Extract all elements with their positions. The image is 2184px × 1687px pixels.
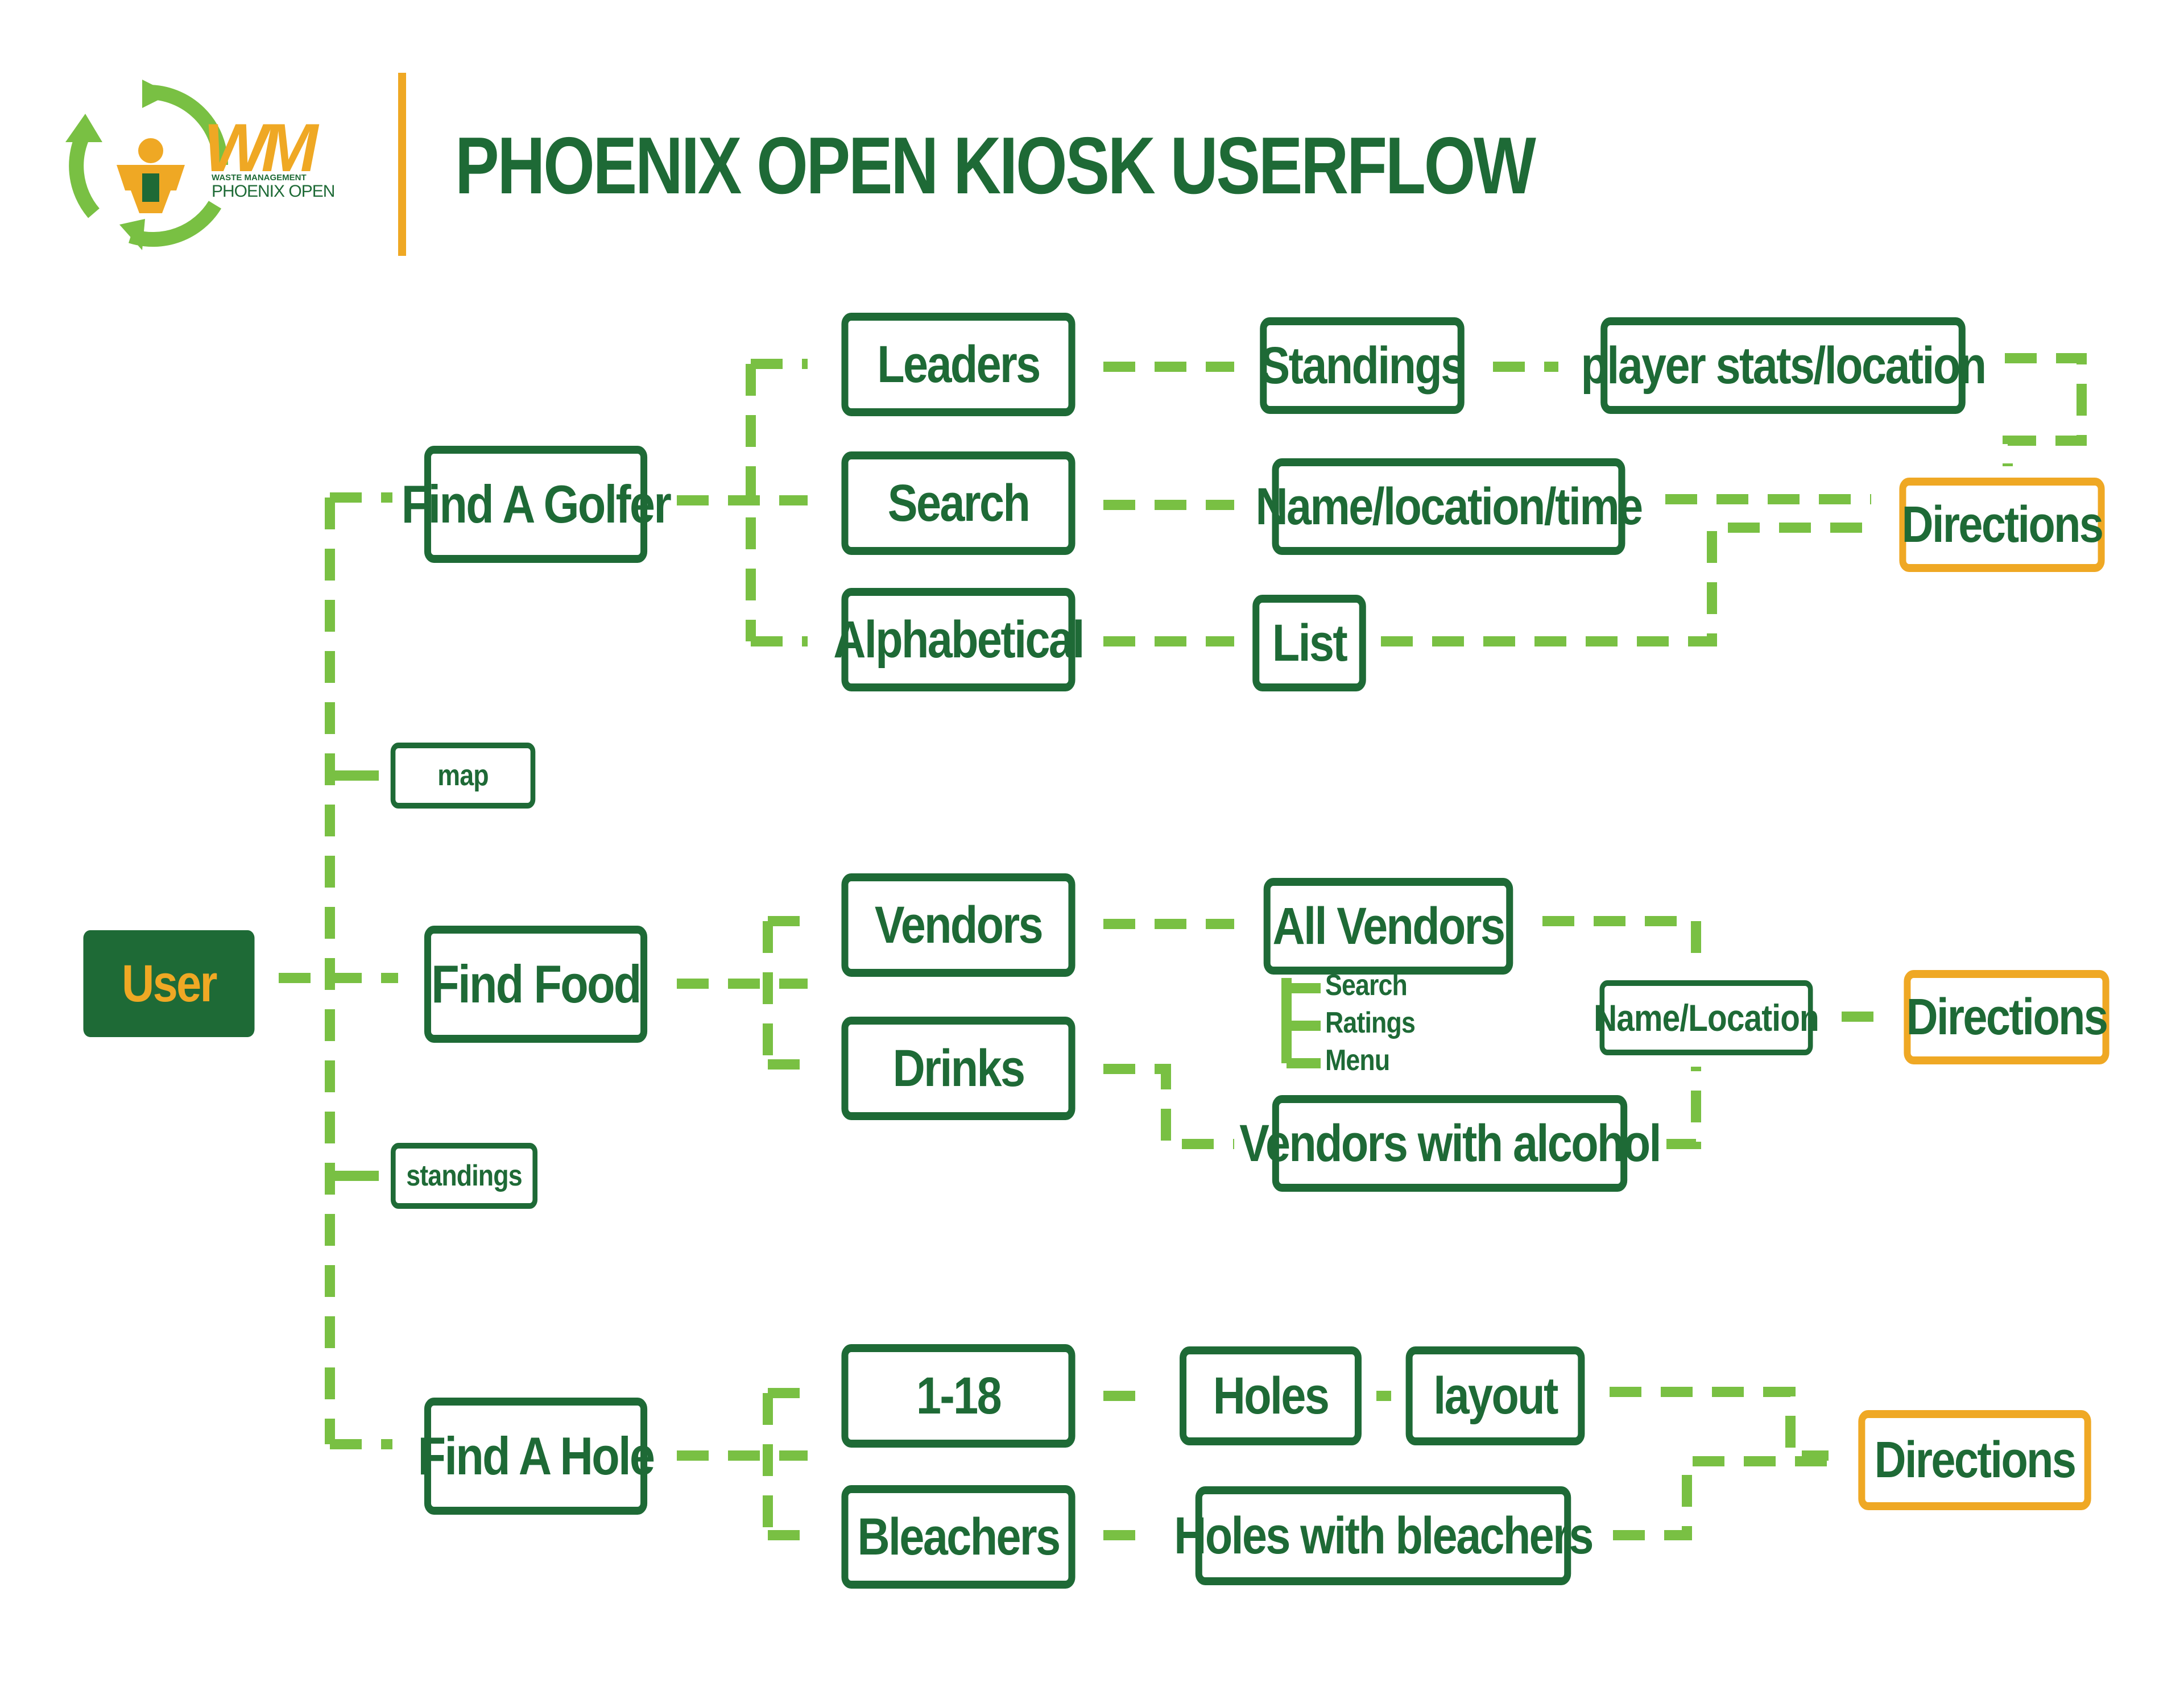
node-holes-with-bleachers[interactable]: Holes with bleachers — [1174, 1486, 1594, 1585]
vendor-options-list: Search Ratings Menu — [1325, 967, 1430, 1079]
node-name-location-time[interactable]: Name/location/time — [1256, 458, 1643, 555]
connector-list-directions — [1381, 523, 1871, 646]
node-vendors-with-alcohol[interactable]: Vendors with alcohol — [1239, 1095, 1661, 1192]
connector-allvendors-namelocation — [1542, 916, 1701, 969]
node-holes[interactable]: Holes — [1180, 1346, 1362, 1445]
recycle-arrows-icon — [65, 80, 228, 250]
node-player-stats-location[interactable]: player stats/location — [1581, 317, 1987, 414]
connector-drinks-alcohol — [1103, 1064, 1234, 1149]
node-holes-1-18[interactable]: 1-18 — [841, 1344, 1076, 1448]
node-find-a-golfer[interactable]: Find A Golfer — [402, 446, 672, 563]
wm-phoenix-open-logo: WM WASTE MANAGEMENT PHOENIX OPEN — [63, 80, 358, 250]
vendor-option-search[interactable]: Search — [1325, 969, 1408, 1002]
node-directions-golfer[interactable]: Directions — [1899, 478, 2105, 572]
node-list[interactable]: List — [1252, 595, 1366, 691]
title-divider — [398, 73, 406, 256]
connector-playerstats-directions — [2003, 353, 2087, 466]
node-name-location[interactable]: Name/Location — [1594, 980, 1819, 1055]
node-leaders[interactable]: Leaders — [841, 313, 1076, 416]
node-directions-hole[interactable]: Directions — [1858, 1410, 2091, 1510]
node-standings[interactable]: Standings — [1260, 317, 1466, 414]
connector-alcohol-namelocation — [1666, 1067, 1701, 1149]
node-user[interactable]: User — [83, 930, 255, 1037]
node-find-food[interactable]: Find Food — [424, 926, 648, 1043]
vendor-option-ratings[interactable]: Ratings — [1325, 1006, 1416, 1039]
vendor-option-menu[interactable]: Menu — [1325, 1044, 1390, 1077]
connector-holeswithbleachers-directions — [1613, 1456, 1829, 1540]
page-title: PHOENIX OPEN KIOSK USERFLOW — [455, 121, 1536, 211]
node-vendors[interactable]: Vendors — [841, 873, 1076, 977]
connector-layout-directions — [1610, 1387, 1829, 1461]
node-layout[interactable]: layout — [1405, 1346, 1585, 1445]
wm-logo-mark: WM — [204, 110, 318, 186]
node-standings-shortcut[interactable]: standings — [391, 1143, 537, 1209]
logo-line-2: PHOENIX OPEN — [212, 182, 335, 201]
node-map[interactable]: map — [390, 743, 536, 809]
node-all-vendors[interactable]: All Vendors — [1263, 878, 1513, 975]
node-directions-food[interactable]: Directions — [1904, 970, 2109, 1064]
node-find-a-hole[interactable]: Find A Hole — [418, 1398, 655, 1515]
node-drinks[interactable]: Drinks — [841, 1017, 1076, 1120]
thunderbird-icon — [117, 138, 185, 213]
node-search[interactable]: Search — [841, 451, 1076, 555]
logo-line-1: WASTE MANAGEMENT — [212, 173, 307, 183]
node-alphabetical[interactable]: Alphabetical — [833, 588, 1085, 691]
node-bleachers[interactable]: Bleachers — [841, 1485, 1076, 1589]
